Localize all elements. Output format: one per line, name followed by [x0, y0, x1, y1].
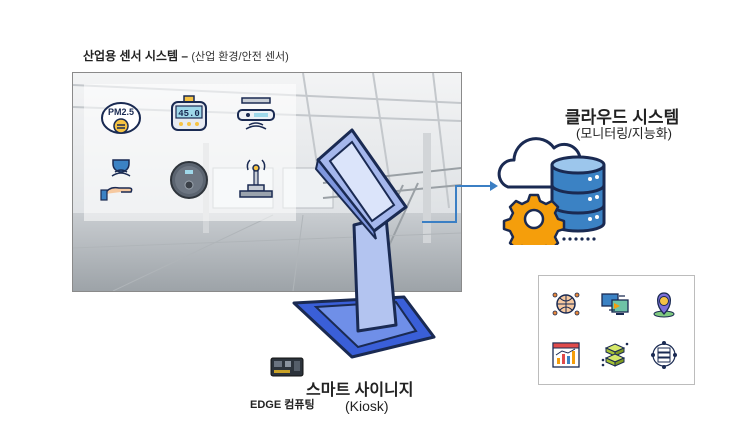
diagram-title: 산업용 센서 시스템 – (산업 환경/안전 센서) — [83, 47, 289, 64]
antenna-sensor-icon — [234, 158, 278, 202]
edge-board-icon — [270, 356, 304, 378]
kiosk-illustration — [286, 125, 436, 365]
title-sub: (산업 환경/안전 센서) — [191, 51, 289, 63]
arrow-to-cloud — [422, 181, 498, 223]
ceiling-sensor-icon — [234, 94, 278, 138]
cloud-system-icon — [494, 125, 616, 257]
hand-motion-sensor-icon — [99, 158, 143, 202]
pm25-sensor-icon: PM2.5 — [99, 94, 143, 138]
cloud-system-subtitle: (모니터링/지능화) — [576, 126, 672, 141]
monitor-transfer-icon — [600, 289, 630, 319]
server-network-icon — [649, 340, 679, 370]
kiosk-subtitle: (Kiosk) — [345, 398, 389, 414]
pm25-label: PM2.5 — [108, 107, 134, 117]
sensor-panel: PM2.5 45.0 — [84, 84, 296, 221]
meter-value: 45.0 — [178, 109, 200, 119]
location-pin-icon — [649, 289, 679, 319]
application-icons-box — [538, 275, 695, 385]
kiosk-title: 스마트 사이니지 — [306, 382, 414, 399]
edge-computing-label: EDGE 컴퓨팅 — [250, 399, 315, 411]
dashboard-chart-icon — [551, 340, 581, 370]
stacked-cubes-icon — [600, 340, 630, 370]
round-sensor-icon — [167, 158, 211, 202]
title-main: 산업용 센서 시스템 – — [83, 49, 188, 63]
digital-meter-icon: 45.0 — [167, 94, 211, 138]
network-globe-icon — [551, 289, 581, 319]
cloud-system-title: 클라우드 시스템 — [565, 108, 680, 127]
